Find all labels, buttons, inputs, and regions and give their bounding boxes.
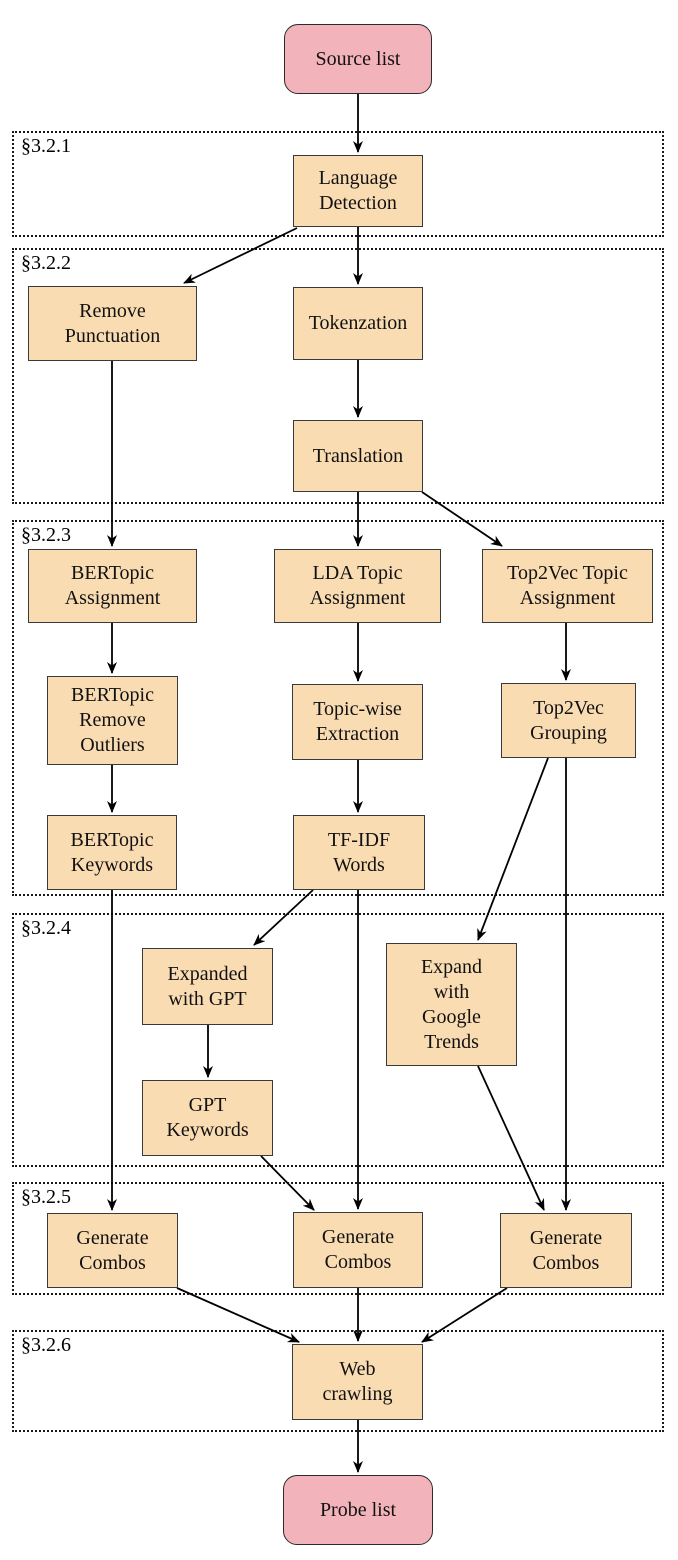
section-label: §3.2.6	[21, 1334, 71, 1356]
node-label: Remove Punctuation	[64, 299, 161, 347]
node-label: Translation	[312, 444, 404, 467]
node-label: Top2Vec Topic Assignment	[507, 562, 628, 609]
node-top2vec-grouping: Top2Vec Grouping	[501, 683, 636, 758]
node-label: BERTopic Assignment	[64, 562, 161, 609]
section-3-2-1: §3.2.1	[12, 131, 664, 237]
section-3-2-2: §3.2.2	[12, 248, 664, 504]
node-language-detection: Language Detection	[293, 155, 423, 227]
node-expand-with-google-trends: Expand with Google Trends	[386, 943, 517, 1066]
node-source-list: Source list	[284, 24, 432, 94]
node-lda-topic-assignment: LDA Topic Assignment	[274, 549, 441, 623]
node-expanded-with-gpt: Expanded with GPT	[142, 948, 273, 1025]
node-label: Expand with Google Trends	[420, 955, 483, 1053]
node-top2vec-topic-assignment: Top2Vec Topic Assignment	[482, 549, 653, 623]
node-label: Web crawling	[322, 1358, 393, 1405]
node-bertopic-remove-outliers: BERTopic Remove Outliers	[47, 676, 178, 765]
node-label: Generate Combos	[321, 1226, 395, 1273]
node-generate-combos-right: Generate Combos	[500, 1213, 632, 1288]
section-label: §3.2.3	[21, 524, 71, 546]
section-3-2-5: §3.2.5	[12, 1182, 664, 1295]
node-tokenization: Tokenzation	[293, 287, 423, 360]
node-probe-list: Probe list	[283, 1475, 433, 1545]
node-label: Tokenzation	[308, 312, 408, 334]
node-topic-wise-extraction: Topic-wise Extraction	[292, 684, 423, 760]
node-label: GPT Keywords	[166, 1094, 249, 1141]
section-3-2-3: §3.2.3	[12, 520, 664, 896]
section-label: §3.2.1	[21, 135, 71, 157]
node-label: Expanded with GPT	[167, 962, 248, 1010]
node-generate-combos-mid: Generate Combos	[293, 1212, 423, 1288]
section-label: §3.2.2	[21, 252, 71, 274]
section-3-2-6: §3.2.6	[12, 1330, 664, 1432]
node-label: BERTopic Keywords	[70, 828, 154, 876]
node-web-crawling: Web crawling	[292, 1344, 423, 1420]
section-3-2-4: §3.2.4	[12, 913, 664, 1167]
node-tfidf-words: TF-IDF Words	[293, 815, 425, 890]
node-bertopic-keywords: BERTopic Keywords	[47, 815, 177, 890]
node-label: Topic-wise Extraction	[313, 698, 402, 745]
node-label: Top2Vec Grouping	[530, 696, 607, 744]
node-label: Probe list	[319, 1498, 397, 1521]
section-label: §3.2.5	[21, 1186, 71, 1208]
node-label: Generate Combos	[529, 1226, 603, 1274]
node-translation: Translation	[293, 420, 423, 492]
node-remove-punctuation: Remove Punctuation	[28, 286, 197, 361]
section-label: §3.2.4	[21, 917, 71, 939]
node-gpt-keywords: GPT Keywords	[142, 1080, 273, 1156]
node-label: Language Detection	[318, 167, 398, 214]
node-bertopic-assignment: BERTopic Assignment	[28, 549, 197, 623]
node-label: TF-IDF Words	[327, 828, 391, 876]
node-label: BERTopic Remove Outliers	[71, 684, 154, 756]
node-label: LDA Topic Assignment	[309, 562, 406, 609]
node-generate-combos-left: Generate Combos	[47, 1213, 178, 1288]
node-label: Generate Combos	[76, 1226, 149, 1274]
node-label: Source list	[315, 47, 401, 70]
